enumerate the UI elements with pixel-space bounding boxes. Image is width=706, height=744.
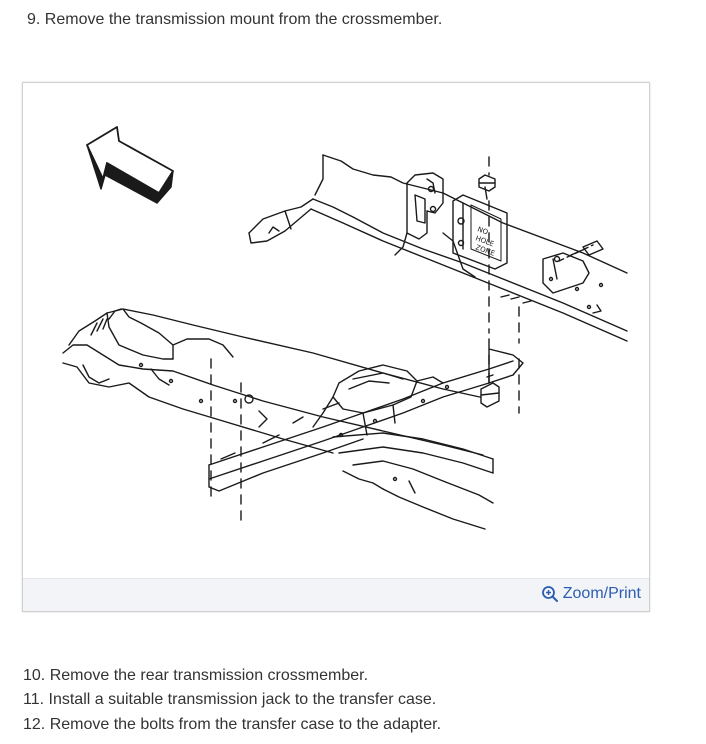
alignment-lines	[210, 156, 594, 524]
svg-text:NO: NO	[476, 225, 489, 236]
figure-card: NO HOLE ZONE	[22, 82, 650, 612]
transmission-crossmember	[208, 348, 524, 492]
lower-transverse-rail	[332, 432, 494, 530]
upper-bolt-icon	[478, 174, 496, 200]
zoom-print-link[interactable]: Zoom/Print	[541, 585, 641, 603]
step-9-text: 9. Remove the transmission mount from th…	[27, 11, 443, 28]
crossmember-diagram[interactable]: NO HOLE ZONE	[23, 83, 649, 579]
direction-arrow-icon	[86, 126, 174, 204]
zoom-print-label: Zoom/Print	[562, 585, 641, 602]
step-11-text: 11. Install a suitable transmission jack…	[23, 691, 437, 708]
lower-frame-rail	[62, 308, 490, 456]
step-12-text: 12. Remove the bolts from the transfer c…	[23, 716, 442, 733]
step-10-text: 10. Remove the rear transmission crossme…	[23, 667, 369, 684]
lower-bolt-icon	[480, 372, 500, 408]
magnifier-plus-icon	[541, 586, 558, 602]
right-side-bracket	[542, 240, 604, 314]
upper-frame-rail	[248, 154, 628, 342]
figure-footer: Zoom/Print	[23, 578, 649, 611]
rail-studs	[500, 276, 580, 304]
